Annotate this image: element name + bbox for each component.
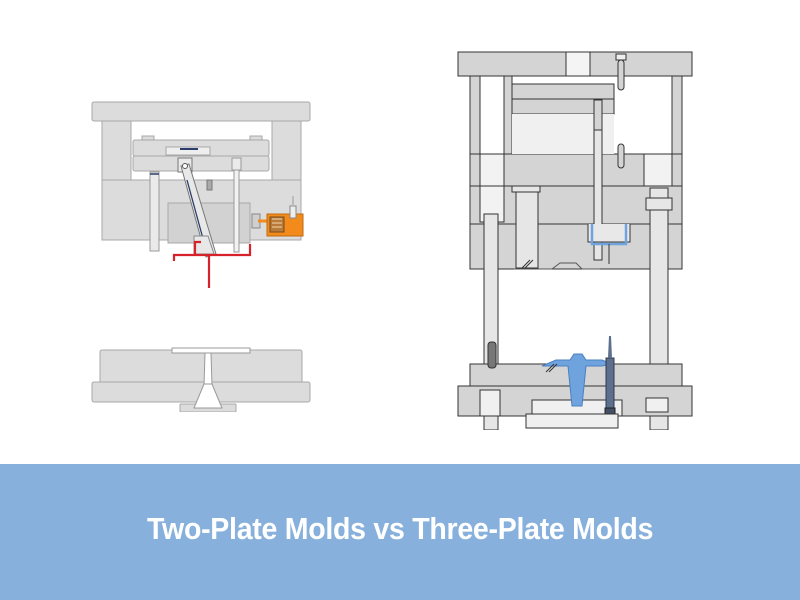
figure-area bbox=[88, 46, 700, 430]
puller-pin bbox=[605, 357, 615, 413]
two-plate-mold-diagram bbox=[88, 96, 320, 412]
runner-red bbox=[172, 240, 252, 288]
title-banner: Two-Plate Molds vs Three-Plate Molds bbox=[0, 464, 800, 600]
top-clamp-plate bbox=[91, 101, 311, 122]
banner-title: Two-Plate Molds vs Three-Plate Molds bbox=[146, 511, 654, 546]
three-plate-mold-diagram bbox=[452, 46, 700, 430]
